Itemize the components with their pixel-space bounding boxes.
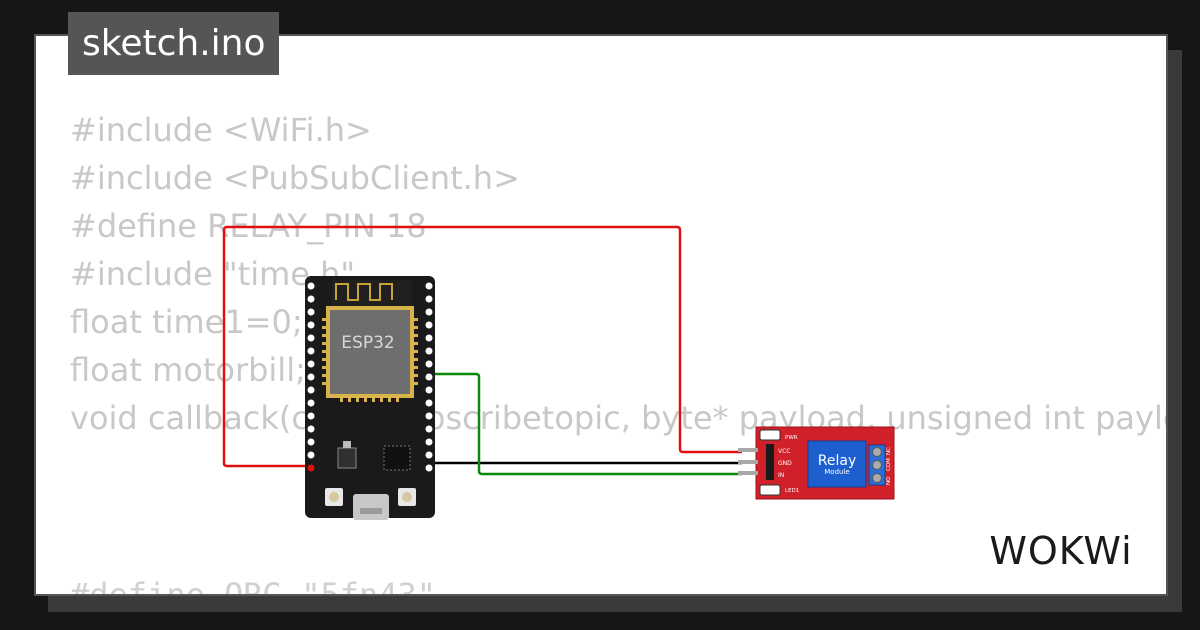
code-tail-line: #define ORG "5fn43" xyxy=(70,576,437,596)
relay-terminal-com-label: COM xyxy=(886,458,892,471)
relay-terminal-nc-label: NC xyxy=(886,447,892,455)
code-line: #include <WiFi.h> xyxy=(70,111,372,149)
esp32-chip-label: ESP32 xyxy=(341,333,394,353)
relay-subtitle: Module xyxy=(824,468,849,476)
relay-led-pwr-label: PWR xyxy=(785,435,798,441)
code-line: float time1=0; xyxy=(70,303,303,341)
wokwi-logo: WOKWi xyxy=(989,529,1132,573)
code-line: #include <PubSubClient.h> xyxy=(70,159,520,197)
file-tab[interactable]: sketch.ino xyxy=(68,12,280,75)
esp32-board[interactable]: ESP32 xyxy=(305,276,435,520)
relay-pin-in-label: IN xyxy=(778,472,784,479)
relay-led1-label: LED1 xyxy=(785,488,799,494)
code-line: float motorbill; xyxy=(70,351,306,389)
relay-title: Relay xyxy=(818,453,856,469)
vcc-wire[interactable] xyxy=(222,225,742,468)
code-line: #include "time.h" xyxy=(70,255,356,293)
relay-pin-vcc-label: VCC xyxy=(778,448,790,455)
relay-pin-gnd-label: GND xyxy=(778,460,792,467)
signal-wire[interactable] xyxy=(431,372,742,476)
wokwi-logo-text: WOKWi xyxy=(989,529,1132,573)
relay-module[interactable]: PWR LED1 VCC GND IN Relay Module NO COM … xyxy=(738,426,895,500)
relay-terminal-no-label: NO xyxy=(886,476,892,485)
